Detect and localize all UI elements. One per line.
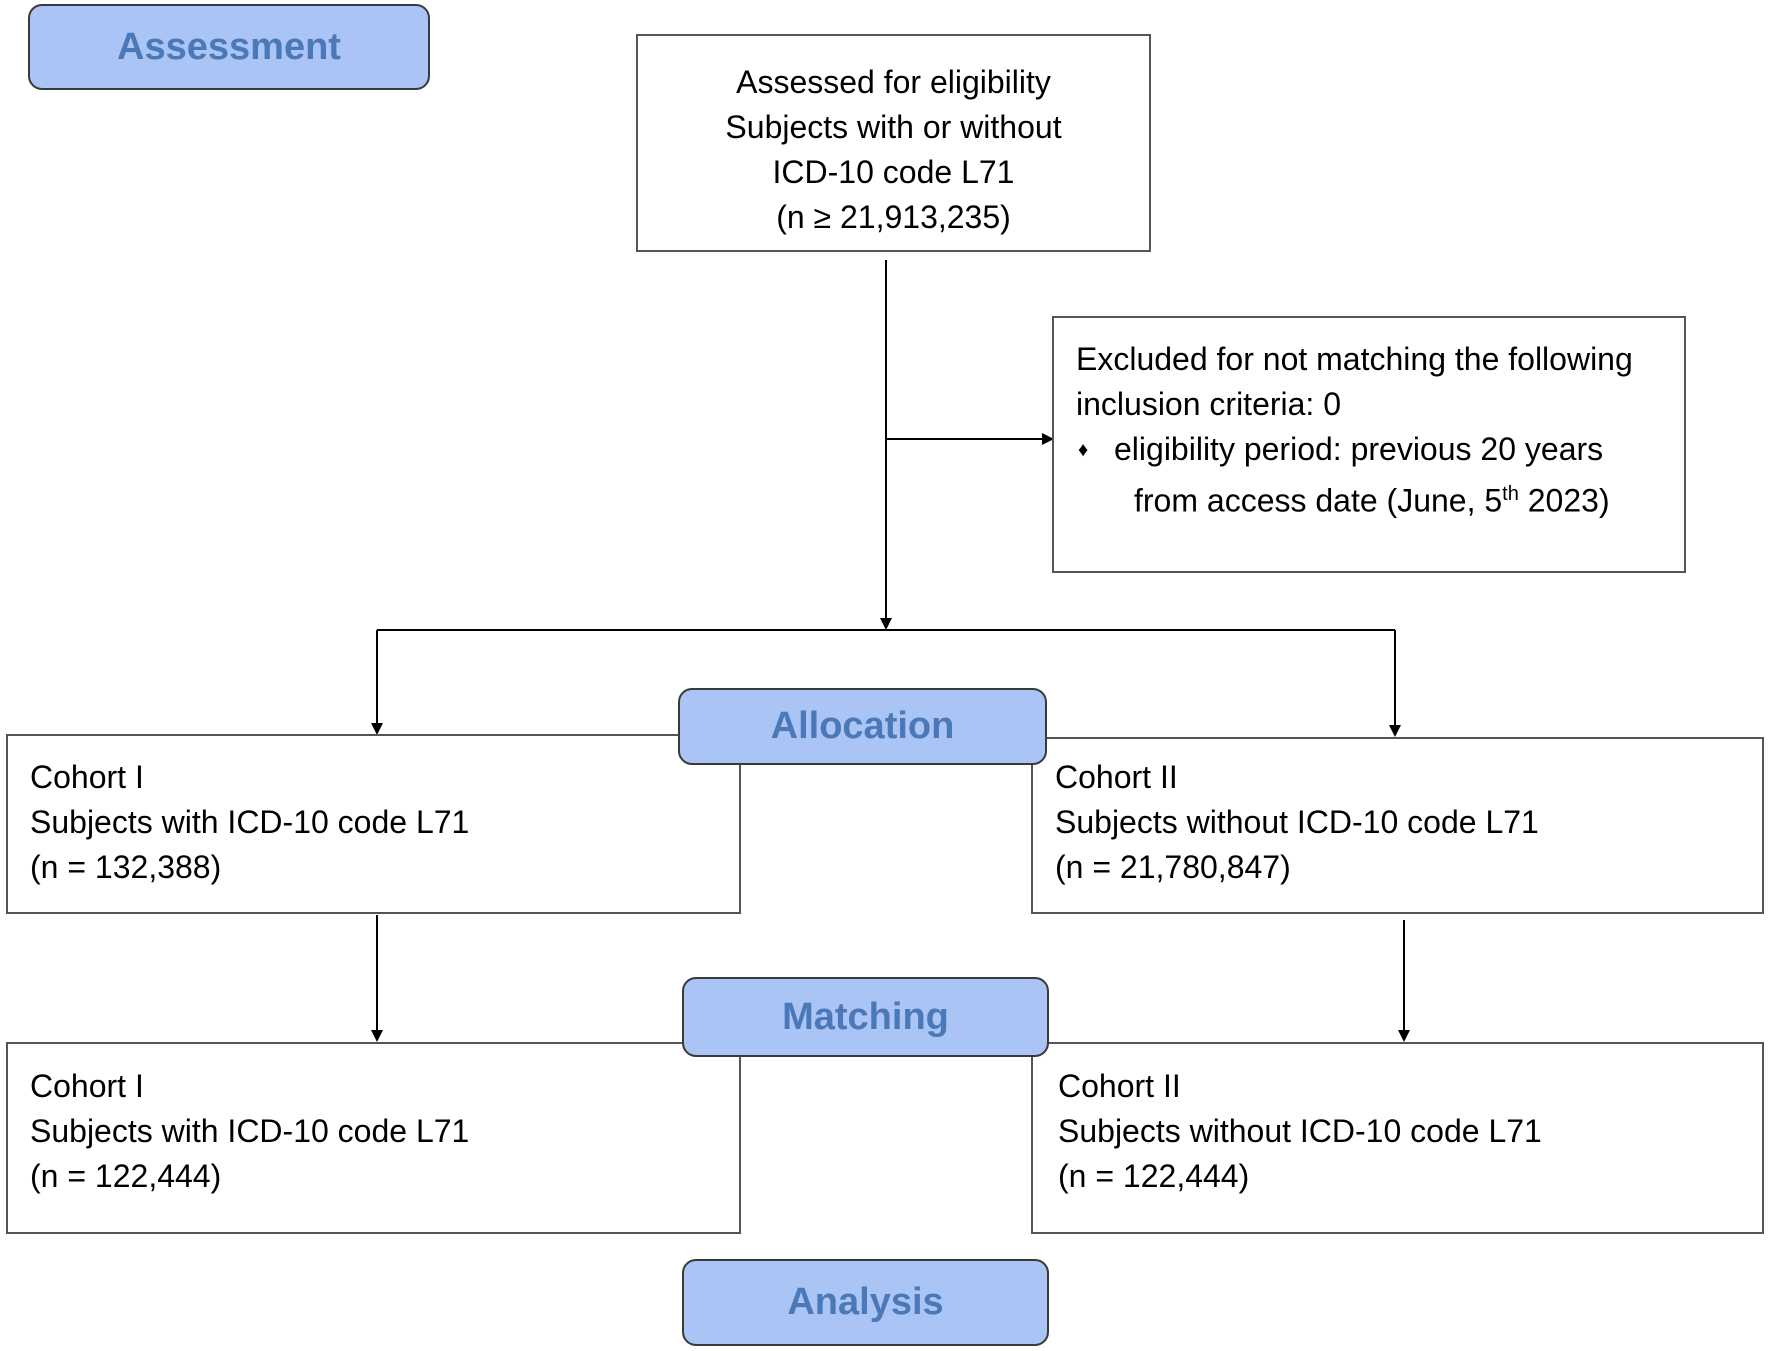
matching-cohort2-count: (n = 122,444) (1058, 1158, 1250, 1194)
excluded-criterion-superscript: th (1502, 483, 1519, 505)
assessed-count: (n ≥ 21,913,235) (776, 199, 1011, 235)
allocation-cohort2-count: (n = 21,780,847) (1055, 849, 1291, 885)
excluded-line-1: Excluded for not matching the following (1076, 341, 1633, 377)
matching-cohort1-desc: Subjects with ICD-10 code L71 (30, 1113, 470, 1149)
stage-allocation-label: Allocation (770, 705, 955, 747)
matching-cohort1-title: Cohort I (30, 1068, 144, 1104)
excluded-criterion-text: from access date (June, 5 (1134, 482, 1503, 519)
matching-cohort2-title: Cohort II (1058, 1068, 1181, 1104)
allocation-cohort2-title: Cohort II (1055, 759, 1178, 795)
stage-analysis-label: Analysis (787, 1281, 944, 1323)
allocation-cohort2-desc: Subjects without ICD-10 code L71 (1055, 804, 1539, 840)
assessed-line-1: Assessed for eligibility (736, 64, 1051, 100)
assessed-line-2: Subjects with or without (725, 109, 1062, 145)
excluded-criterion-line-1: eligibility period: previous 20 years (1114, 431, 1604, 467)
allocation-cohort2-box: Cohort II Subjects without ICD-10 code L… (1031, 737, 1764, 914)
matching-cohort2-desc: Subjects without ICD-10 code L71 (1058, 1113, 1542, 1149)
excluded-criterion-line-2: from access date (June, 5th 2023) (1114, 472, 1684, 524)
stage-assessment: Assessment (28, 4, 430, 90)
stage-assessment-label: Assessment (117, 25, 341, 68)
stage-allocation: Allocation (678, 688, 1047, 765)
assessed-box: Assessed for eligibility Subjects with o… (636, 34, 1151, 252)
matching-cohort1-count: (n = 122,444) (30, 1158, 222, 1194)
assessed-line-3: ICD-10 code L71 (772, 154, 1015, 190)
excluded-box: Excluded for not matching the following … (1052, 316, 1686, 573)
allocation-cohort1-title: Cohort I (30, 759, 144, 795)
excluded-criterion-item: ♦ eligibility period: previous 20 years … (1076, 427, 1684, 524)
excluded-line-2: inclusion criteria: 0 (1076, 386, 1341, 422)
matching-cohort2-box: Cohort II Subjects without ICD-10 code L… (1031, 1042, 1764, 1234)
allocation-cohort1-box: Cohort I Subjects with ICD-10 code L71 (… (6, 734, 741, 914)
allocation-cohort1-count: (n = 132,388) (30, 849, 222, 885)
stage-analysis: Analysis (682, 1259, 1049, 1346)
excluded-criterion-year: 2023) (1518, 482, 1610, 519)
matching-cohort1-box: Cohort I Subjects with ICD-10 code L71 (… (6, 1042, 741, 1234)
stage-matching: Matching (682, 977, 1049, 1057)
allocation-cohort1-desc: Subjects with ICD-10 code L71 (30, 804, 470, 840)
stage-matching-label: Matching (782, 995, 949, 1038)
bullet-icon: ♦ (1078, 439, 1089, 461)
